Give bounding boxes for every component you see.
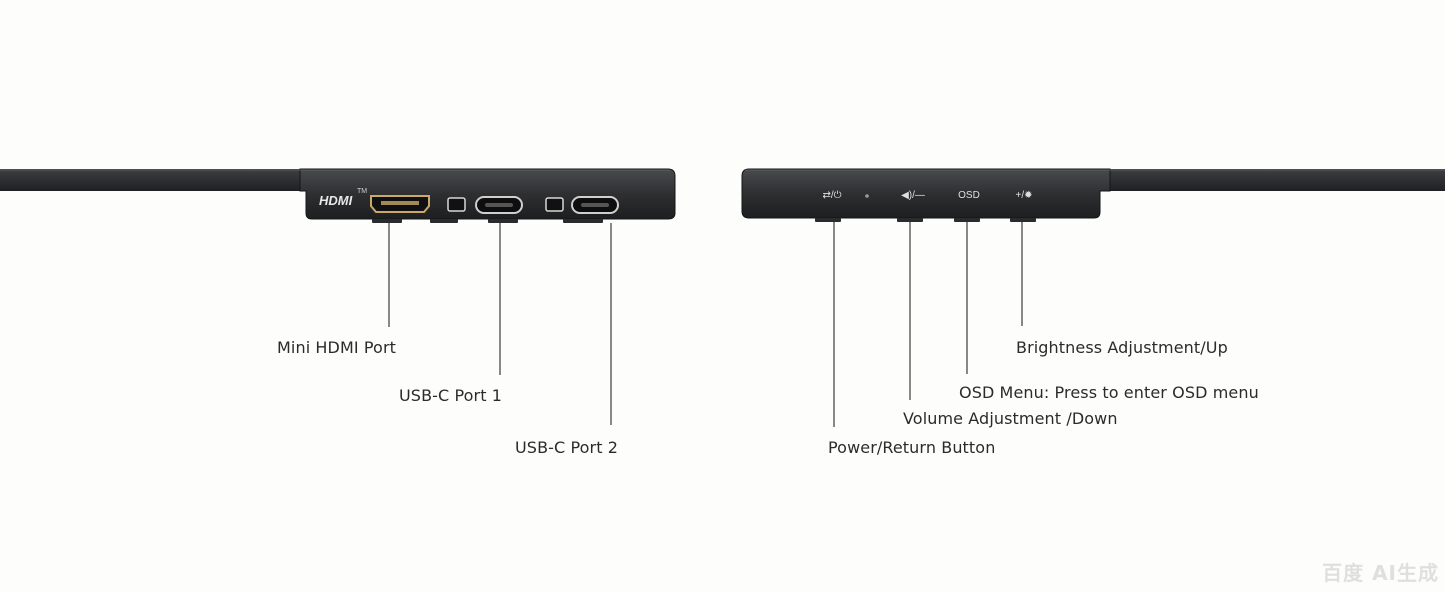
hdmi-tm-mark: TM [357,188,367,195]
label-brightness: Brightness Adjustment/Up [1016,338,1228,357]
foot [563,219,603,223]
osd-button-cap [954,218,980,222]
status-led [865,194,869,198]
osd-icon: OSD [958,190,980,201]
label-osd-menu: OSD Menu: Press to enter OSD menu [959,383,1259,402]
label-mini-hdmi-port: Mini HDMI Port [277,338,397,357]
brightness-icon: +/✹ [1016,190,1033,201]
mini-hdmi-port [370,195,430,213]
left-monitor-edge: HDMI TM [0,168,676,425]
foot [372,219,402,223]
volume-icon: ◀)/— [901,190,925,201]
usbc-port-2 [571,196,619,214]
label-usbc-port-1: USB-C Port 1 [399,386,503,405]
brightness-button-cap [1010,218,1036,222]
right-monitor-edge: ⇄/⏻ ◀)/— OSD +/✹ [741,168,1445,427]
watermark: 百度 AI生成 [1322,561,1439,585]
power-icon: ⇄/⏻ [822,190,841,201]
right-panel-sheet [1090,169,1445,191]
right-button-housing [741,168,1111,219]
power-button-cap [815,218,841,222]
indicator-light-1 [447,197,466,212]
volume-button-cap [897,218,923,222]
label-power-return: Power/Return Button [828,438,996,457]
hdmi-logo: HDMI [319,193,353,208]
label-usbc-port-2: USB-C Port 2 [515,438,619,457]
indicator-light-2 [545,197,564,212]
foot [488,219,518,223]
foot [430,219,458,223]
left-panel-sheet [0,169,320,191]
label-volume: Volume Adjustment /Down [903,409,1118,428]
usbc-port-1 [475,196,523,214]
